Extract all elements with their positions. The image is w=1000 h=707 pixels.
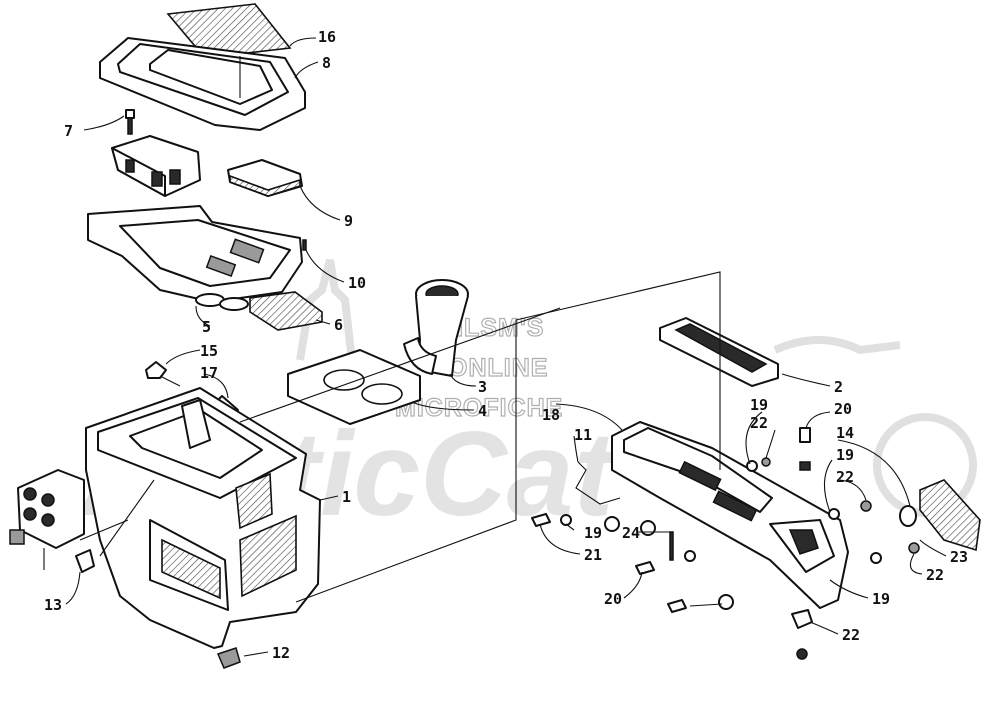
callout-3: 3 [478, 378, 487, 396]
part-3-intake-boot [403, 279, 469, 377]
part-23-filter [919, 479, 981, 552]
callout-1: 1 [342, 488, 351, 506]
watermark-line-2: ONLINE [448, 354, 548, 382]
watermark-line-3: MICROFICHE [395, 394, 563, 422]
callout-22-b: 22 [836, 468, 854, 486]
callout-5: 5 [202, 318, 211, 336]
callout-13: 13 [44, 596, 62, 614]
callout-24: 24 [622, 524, 640, 542]
carburetor-assembly [9, 469, 85, 570]
callout-21: 21 [584, 546, 602, 564]
part-10-pin [302, 239, 307, 251]
callout-16: 16 [318, 28, 336, 46]
part-9-filter [227, 159, 303, 197]
callout-23: 23 [950, 548, 968, 566]
callout-8: 8 [322, 54, 331, 72]
callout-11: 11 [574, 426, 592, 444]
callout-18: 18 [542, 406, 560, 424]
callout-6: 6 [334, 316, 343, 334]
part-7-screw [125, 109, 135, 135]
callout-10: 10 [348, 274, 366, 292]
callout-9: 9 [344, 212, 353, 230]
callout-19-d: 19 [872, 590, 890, 608]
part-13-clip [75, 549, 95, 573]
part-5-seal [195, 293, 249, 311]
callout-12: 12 [272, 644, 290, 662]
electrical-box [111, 135, 201, 197]
callout-20-a: 20 [834, 400, 852, 418]
callout-14: 14 [836, 424, 854, 442]
callout-15: 15 [200, 342, 218, 360]
callout-22-c: 22 [926, 566, 944, 584]
callout-2: 2 [834, 378, 843, 396]
callout-7: 7 [64, 122, 73, 140]
callout-19-b: 19 [836, 446, 854, 464]
callout-labels: 16 8 7 9 10 6 5 15 17 3 4 1 12 13 2 19 2… [44, 28, 968, 662]
callout-19-c: 19 [584, 524, 602, 542]
part-8-cover [99, 37, 306, 131]
callout-4: 4 [478, 402, 487, 420]
callout-19-a: 19 [750, 396, 768, 414]
callout-17: 17 [200, 364, 218, 382]
part-16-screen [166, 3, 292, 59]
leader-lines [65, 37, 947, 657]
part-4-gasket [287, 349, 421, 425]
part-18-housing [611, 421, 849, 609]
part-11-rod [575, 461, 621, 505]
assembly-lines [79, 271, 721, 603]
callout-22-a: 22 [750, 414, 768, 432]
tray [87, 205, 303, 303]
callout-20-b: 20 [604, 590, 622, 608]
part-2-gasket [659, 317, 779, 387]
callout-22-d: 22 [842, 626, 860, 644]
part-12-drain [216, 647, 241, 669]
part-1-airbox [85, 387, 321, 649]
part-15-bolt [145, 361, 181, 387]
